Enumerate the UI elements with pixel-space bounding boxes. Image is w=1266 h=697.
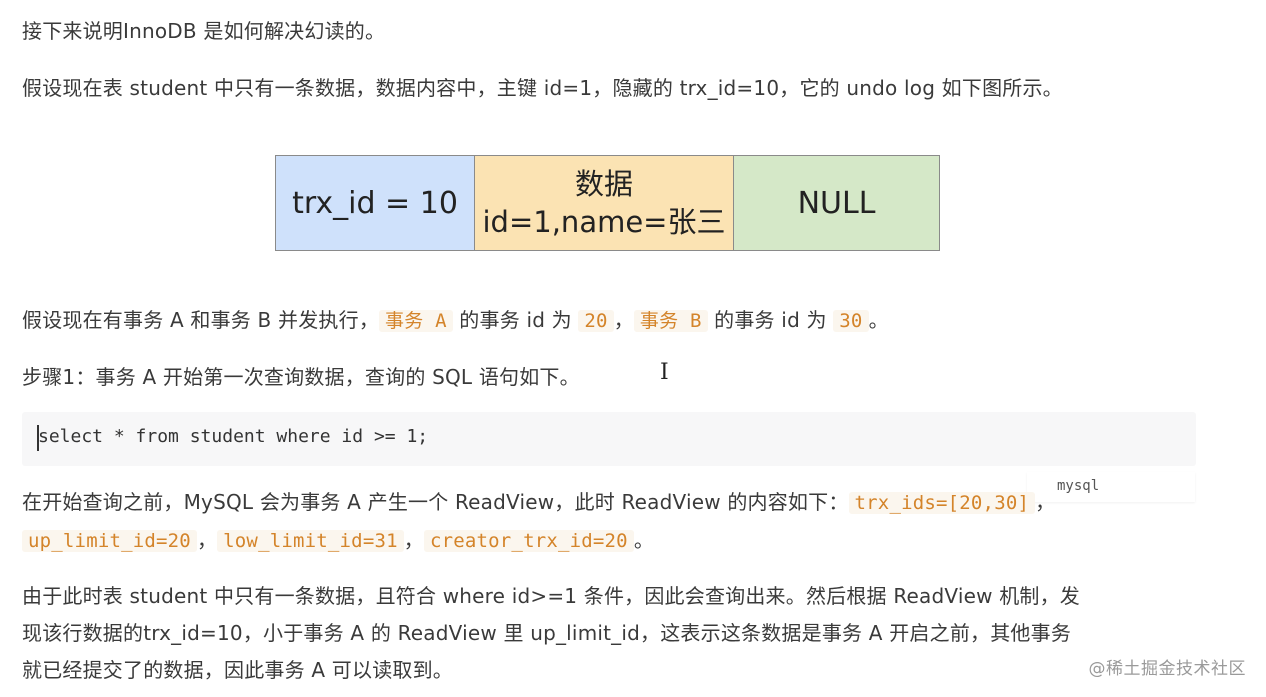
inline-code: low_limit_id=31 — [217, 530, 404, 552]
inline-code: trx_ids=[20,30] — [848, 492, 1036, 514]
text-span: 。 — [633, 528, 655, 552]
text-span: 在开始查询之前，MySQL 会为事务 A 产生一个 ReadView，此时 Re… — [22, 490, 849, 514]
code-text[interactable]: select * from student where id >= 1; — [38, 426, 429, 447]
diagram-data-cell: 数据 id=1,name=张三 — [475, 156, 734, 250]
inline-code: 事务 B — [633, 310, 708, 332]
paragraph-step1: 步骤1：事务 A 开始第一次查询数据，查询的 SQL 语句如下。 — [22, 365, 580, 389]
text-span: 。 — [868, 308, 889, 332]
paragraph-explanation-line3: 就已经提交了的数据，因此事务 A 可以读取到。 — [22, 658, 453, 682]
diagram-data-value: id=1,name=张三 — [482, 205, 726, 239]
diagram-trx-cell: trx_id = 10 — [276, 156, 475, 250]
diagram-data-title: 数据 — [574, 167, 633, 201]
code-caret — [37, 425, 39, 451]
inline-code: 事务 A — [379, 310, 453, 332]
diagram-trx-label: trx_id = 10 — [292, 185, 458, 221]
watermark: @稀土掘金技术社区 — [1088, 659, 1246, 679]
code-block[interactable]: select * from student where id >= 1; — [22, 412, 1196, 466]
paragraph-readview-values: up_limit_id=20，low_limit_id=31，creator_t… — [22, 526, 654, 555]
undo-log-diagram: trx_id = 10 数据 id=1,name=张三 NULL — [275, 155, 940, 251]
inline-code: up_limit_id=20 — [22, 530, 197, 552]
code-language-tag[interactable]: mysql — [1027, 472, 1195, 502]
text-span: 假设现在有事务 A 和事务 B 并发执行， — [22, 308, 380, 332]
paragraph-setup: 假设现在表 student 中只有一条数据，数据内容中，主键 id=1，隐藏的 … — [22, 76, 1063, 100]
paragraph-transactions: 假设现在有事务 A 和事务 B 并发执行，事务 A 的事务 id 为 20，事务… — [22, 306, 889, 335]
text-span: ， — [403, 528, 424, 552]
paragraph-explanation-line1: 由于此时表 student 中只有一条数据，且符合 where id>=1 条件… — [22, 584, 1080, 608]
text-span: ， — [1035, 490, 1056, 514]
paragraph-intro: 接下来说明InnoDB 是如何解决幻读的。 — [22, 19, 386, 43]
inline-code: 30 — [833, 310, 869, 332]
inline-code: creator_trx_id=20 — [423, 530, 634, 552]
text-cursor-icon: I — [660, 360, 669, 385]
diagram-null-label: NULL — [797, 185, 876, 221]
text-span: 的事务 id 为 — [452, 308, 579, 332]
diagram-null-cell: NULL — [734, 156, 939, 250]
text-span: 的事务 id 为 — [707, 308, 834, 332]
paragraph-explanation-line2: 现该行数据的trx_id=10，小于事务 A 的 ReadView 里 up_l… — [22, 621, 1072, 645]
inline-code: 20 — [578, 310, 614, 332]
text-span: ， — [613, 308, 634, 332]
paragraph-readview: 在开始查询之前，MySQL 会为事务 A 产生一个 ReadView，此时 Re… — [22, 488, 1055, 517]
text-span: ， — [196, 528, 218, 552]
